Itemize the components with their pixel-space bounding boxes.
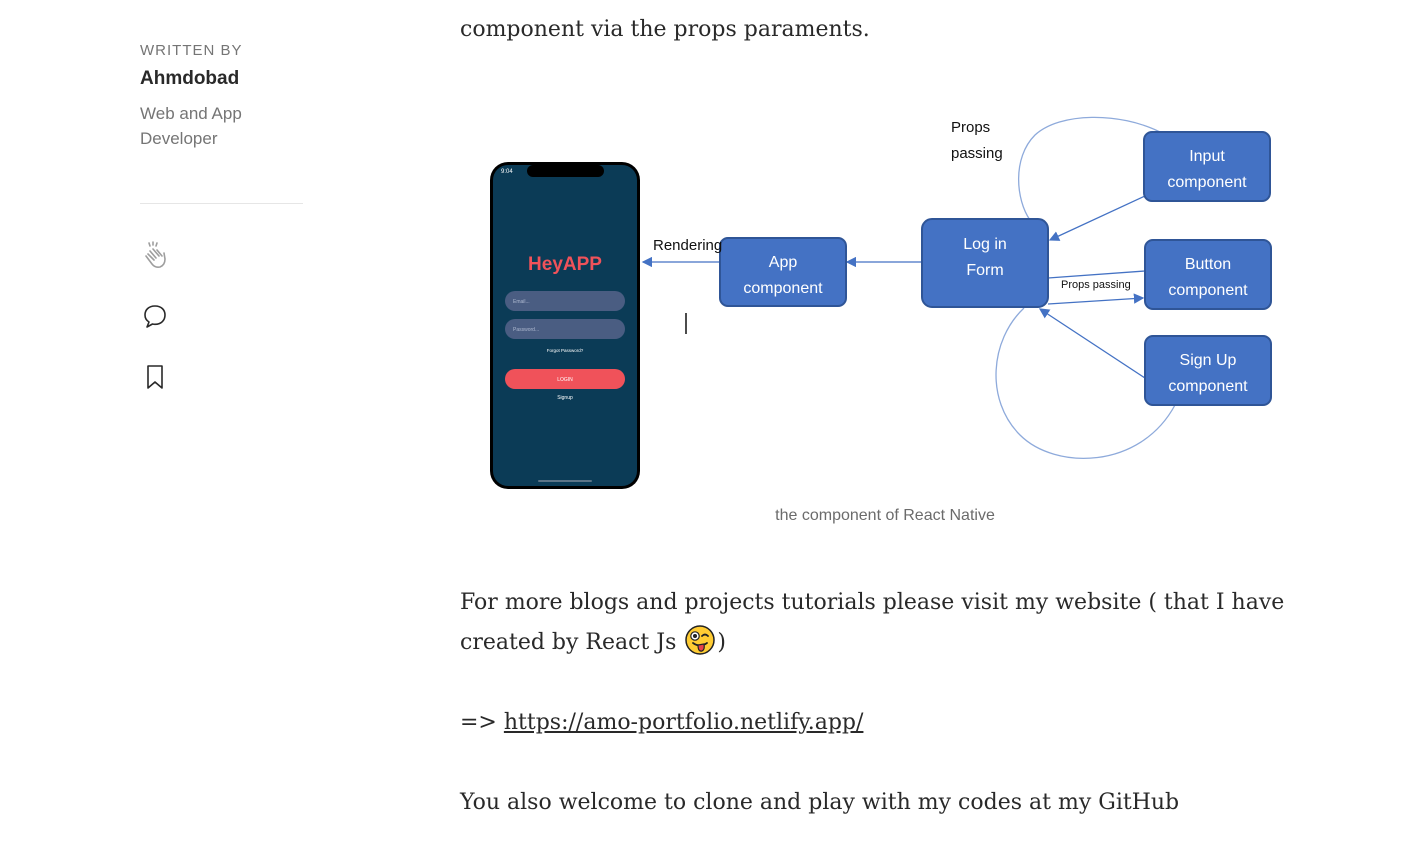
bookmark-button[interactable]: [140, 362, 170, 392]
props-loop-top: [1017, 116, 1161, 221]
bookmark-icon: [147, 365, 163, 389]
author-name[interactable]: Ahmdobad: [140, 68, 240, 89]
github-paragraph: You also welcome to clone and play with …: [460, 790, 1180, 815]
phone-signup-link: Signup: [557, 395, 573, 401]
written-by-label: WRITTEN BY: [140, 42, 243, 59]
svg-text:Sign Up: Sign Up: [1180, 352, 1237, 369]
login-to-button-arrow: [1047, 293, 1145, 305]
phone-app-title: HeyAPP: [528, 254, 602, 275]
comment-icon: [144, 305, 166, 328]
input-component-box: Input component: [1143, 131, 1271, 202]
link-prefix: =>: [460, 710, 504, 735]
props-label-line2: passing: [951, 145, 1003, 162]
button-to-login-line: [1047, 270, 1146, 279]
svg-text:component: component: [1167, 174, 1247, 191]
signup-to-login-arrow: [1038, 308, 1146, 379]
props-loop-bottom: [995, 307, 1176, 459]
link-paragraph: => https://amo-portfolio.netlify.app/: [460, 703, 863, 743]
props-label-line1: Props: [951, 119, 990, 136]
signup-component-box: Sign Up component: [1144, 335, 1272, 406]
clap-button[interactable]: [140, 240, 170, 270]
svg-text:App: App: [769, 254, 798, 271]
svg-text:Log in: Log in: [963, 236, 1007, 253]
portfolio-link[interactable]: https://amo-portfolio.netlify.app/: [503, 710, 864, 735]
rendering-label: Rendering: [653, 237, 722, 254]
sidebar-divider: [140, 203, 303, 204]
author-bio: Web and App Developer: [140, 104, 242, 148]
svg-text:Button: Button: [1185, 256, 1231, 273]
login-form-box: Log in Form: [921, 218, 1049, 308]
svg-text:Input: Input: [1189, 148, 1225, 165]
svg-text:component: component: [1168, 282, 1248, 299]
phone-password-field: Password...: [513, 327, 539, 333]
svg-text:component: component: [743, 280, 823, 297]
website-paragraph-close: ): [717, 630, 726, 655]
phone-email-field: Email...: [513, 299, 530, 305]
svg-text:component: component: [1168, 378, 1248, 395]
phone-login-button: LOGIN: [557, 377, 573, 383]
svg-text:9:04: 9:04: [501, 169, 513, 175]
winking-tongue-emoji-icon: [685, 625, 716, 655]
website-paragraph: For more blogs and projects tutorials pl…: [460, 583, 1290, 663]
component-diagram: 9:04 HeyAPP Email... Password... Forgot …: [490, 116, 1272, 489]
app-component-box: App component: [719, 237, 847, 307]
props-passing-small-label: Props passing: [1061, 279, 1131, 291]
figure-caption: the component of React Native: [775, 507, 995, 524]
svg-text:Form: Form: [966, 262, 1003, 279]
input-to-login-arrow: [1048, 195, 1146, 241]
website-paragraph-text: For more blogs and projects tutorials pl…: [460, 590, 1285, 655]
phone-forgot-password: Forgot Password?: [547, 348, 584, 353]
button-component-box: Button component: [1144, 239, 1272, 310]
intro-paragraph: component via the props paraments.: [460, 17, 870, 42]
phone-mockup: 9:04 HeyAPP Email... Password... Forgot …: [490, 162, 640, 489]
comment-button[interactable]: [140, 302, 170, 332]
clap-icon: [145, 241, 166, 268]
